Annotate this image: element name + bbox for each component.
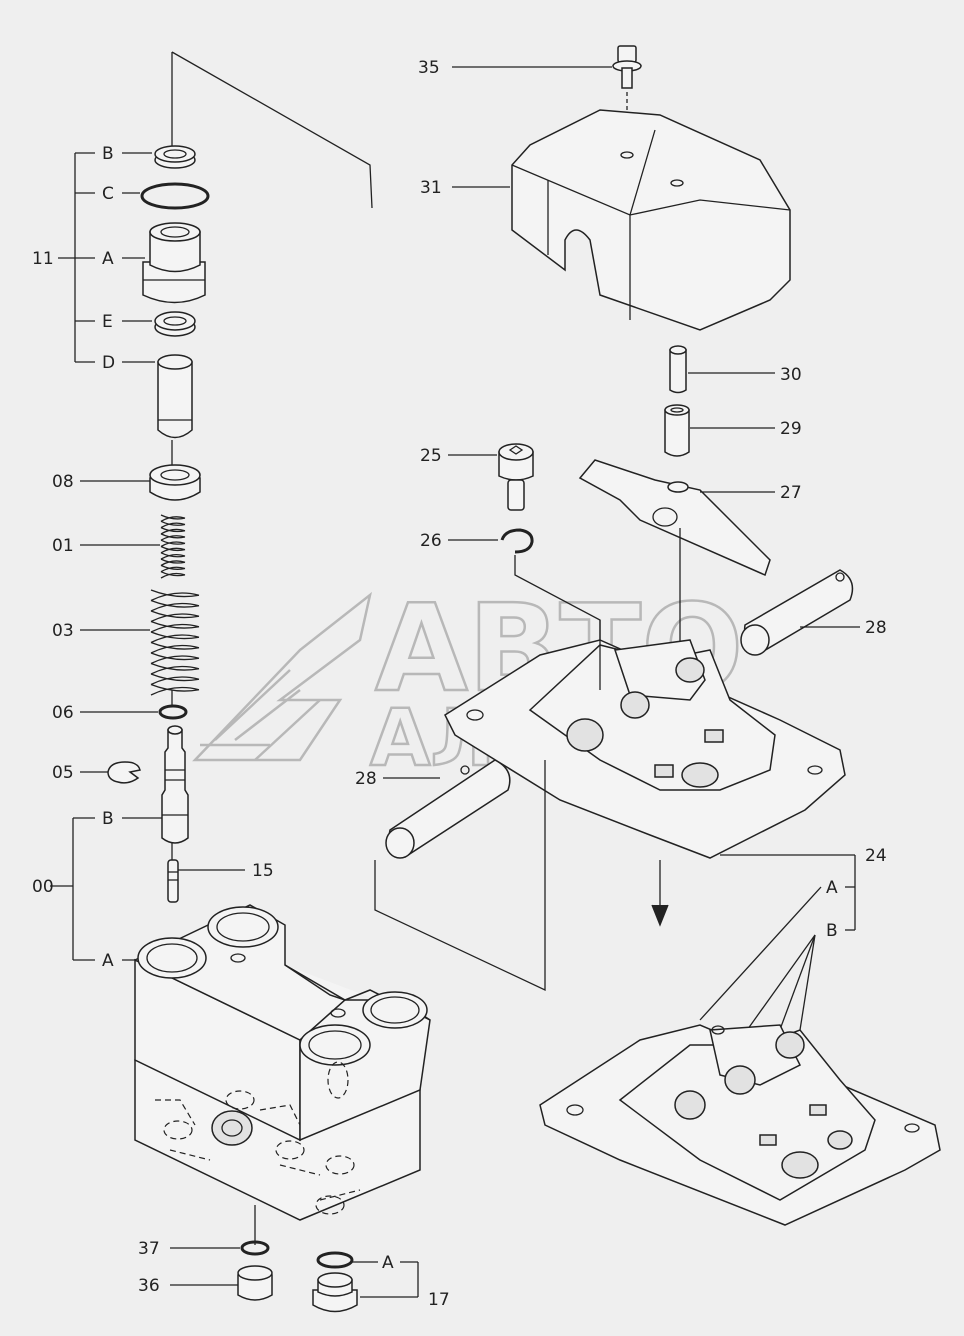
label-25: 25: [420, 446, 442, 466]
label-28-upper: 28: [865, 618, 887, 638]
label-11: 11: [32, 249, 54, 269]
label-06: 06: [52, 703, 74, 723]
part-00-spool: [161, 725, 189, 844]
label-11-b: B: [102, 144, 114, 164]
label-08: 08: [52, 472, 74, 492]
part-11-e-ring: [154, 311, 196, 337]
bracket-00: [50, 817, 162, 961]
valve-body: [133, 904, 431, 1245]
label-11-e: E: [102, 312, 113, 332]
label-29: 29: [780, 419, 802, 439]
label-00-a: A: [102, 951, 114, 971]
label-15: 15: [252, 861, 274, 881]
label-35: 35: [418, 58, 440, 78]
part-37-oring: [170, 1240, 270, 1256]
label-27: 27: [780, 483, 802, 503]
part-11-c-oring: [140, 182, 210, 210]
part-03-outer-spring: [80, 589, 200, 696]
part-28-pin-upper: [740, 569, 860, 656]
label-11-a: A: [102, 249, 114, 269]
label-36: 36: [138, 1276, 160, 1296]
part-29-pin: [664, 404, 775, 457]
part-36-plug: [170, 1265, 273, 1301]
callout-labels: 35 31 30 29 27 25 26 28 28 24 A B 11 B C…: [32, 58, 887, 1310]
label-28-lower: 28: [355, 769, 377, 789]
label-17-a: A: [382, 1253, 394, 1273]
label-11-c: C: [102, 184, 114, 204]
part-24-plate: [444, 620, 855, 859]
part-31-cover: [452, 109, 791, 331]
part-24-plate-assembled: [539, 1024, 941, 1226]
left-guide-lines: [171, 51, 373, 860]
bracket-11: [58, 152, 155, 363]
part-05-clip: [80, 761, 141, 784]
part-35-bolt: [452, 45, 642, 150]
label-03: 03: [52, 621, 74, 641]
part-15-pin: [167, 859, 245, 903]
label-31: 31: [420, 178, 442, 198]
part-30-pin: [669, 345, 775, 394]
label-05: 05: [52, 763, 74, 783]
label-17: 17: [428, 1290, 450, 1310]
right-guide-lines: [374, 760, 546, 992]
part-25-cap-screw: [448, 443, 534, 511]
label-26: 26: [420, 531, 442, 551]
label-30: 30: [780, 365, 802, 385]
part-11-d-plunger: [157, 354, 193, 439]
part-08-seat: [80, 464, 201, 501]
label-00-b: B: [102, 809, 114, 829]
label-01: 01: [52, 536, 74, 556]
label-37: 37: [138, 1239, 160, 1259]
part-17-plug-assy: [312, 1251, 419, 1313]
part-01-inner-spring: [80, 514, 186, 579]
label-00: 00: [32, 877, 54, 897]
part-28-pin-lower: [383, 759, 511, 859]
label-24-b: B: [826, 921, 838, 941]
label-11-d: D: [102, 353, 115, 373]
part-11-a-bushing: [142, 222, 206, 304]
label-24: 24: [865, 846, 887, 866]
part-11-b-ring: [154, 145, 196, 169]
label-24-a: A: [826, 878, 838, 898]
part-06-washer: [80, 704, 188, 720]
part-27-lever: [578, 459, 775, 660]
